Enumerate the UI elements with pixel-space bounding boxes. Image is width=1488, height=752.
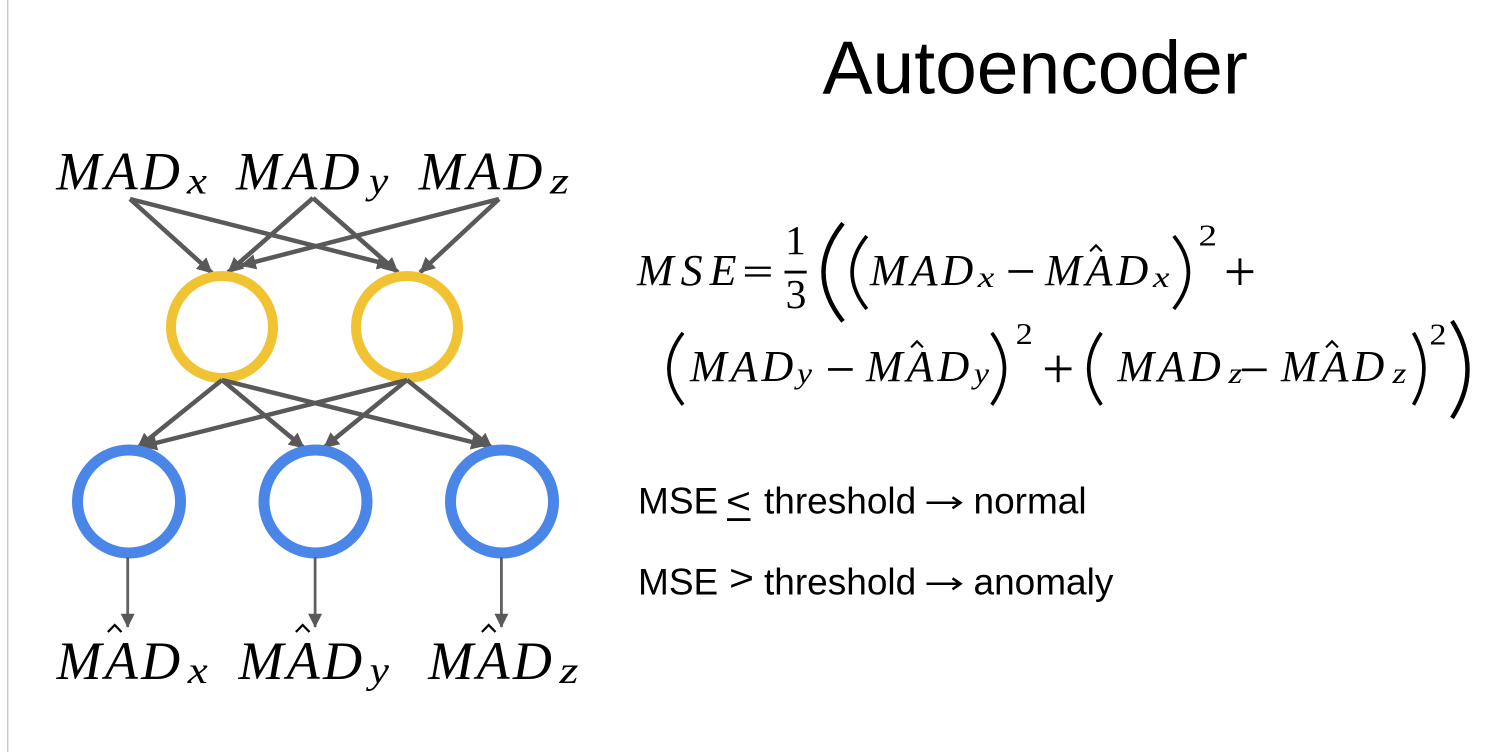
- svg-text:Autoencoder: Autoencoder: [823, 26, 1248, 110]
- svg-text:z: z: [558, 650, 579, 692]
- svg-text:MAD: MAD: [238, 631, 366, 691]
- svg-text:MAD: MAD: [869, 246, 977, 295]
- svg-text:2: 2: [1199, 218, 1218, 253]
- svg-text:z: z: [1227, 358, 1243, 390]
- svg-text:x: x: [977, 262, 995, 294]
- svg-text:z: z: [1391, 358, 1407, 390]
- svg-text:anomaly: anomaly: [974, 562, 1114, 603]
- svg-text:z: z: [549, 161, 570, 203]
- svg-text:MAD: MAD: [56, 631, 184, 691]
- svg-text:normal: normal: [974, 481, 1087, 522]
- svg-text:threshold: threshold: [764, 562, 916, 603]
- svg-text:3: 3: [786, 271, 807, 317]
- svg-text:2: 2: [1430, 317, 1447, 352]
- svg-text:MSE: MSE: [638, 481, 718, 522]
- svg-text:y: y: [364, 161, 388, 203]
- svg-text:y: y: [794, 358, 813, 390]
- svg-text:threshold: threshold: [764, 481, 916, 522]
- svg-text:MAD: MAD: [427, 631, 555, 691]
- svg-text:MAD: MAD: [865, 342, 973, 391]
- svg-text:<: <: [726, 481, 751, 522]
- svg-text:MAD: MAD: [1044, 246, 1152, 295]
- svg-text:2: 2: [1016, 316, 1033, 351]
- svg-text:1: 1: [785, 217, 806, 263]
- svg-text:MAD: MAD: [689, 342, 797, 391]
- svg-text:MSE: MSE: [636, 246, 744, 295]
- svg-text:y: y: [365, 650, 389, 692]
- svg-text:x: x: [1152, 262, 1170, 294]
- svg-text:y: y: [971, 358, 990, 390]
- svg-text:x: x: [186, 161, 207, 203]
- svg-text:>: >: [729, 558, 754, 599]
- svg-text:MAD: MAD: [1117, 342, 1225, 391]
- svg-text:MAD: MAD: [418, 142, 546, 202]
- svg-text:MSE: MSE: [638, 562, 718, 603]
- svg-text:MAD: MAD: [55, 142, 183, 202]
- svg-text:MAD: MAD: [1280, 342, 1388, 391]
- svg-text:x: x: [187, 650, 208, 692]
- svg-text:MAD: MAD: [235, 142, 363, 202]
